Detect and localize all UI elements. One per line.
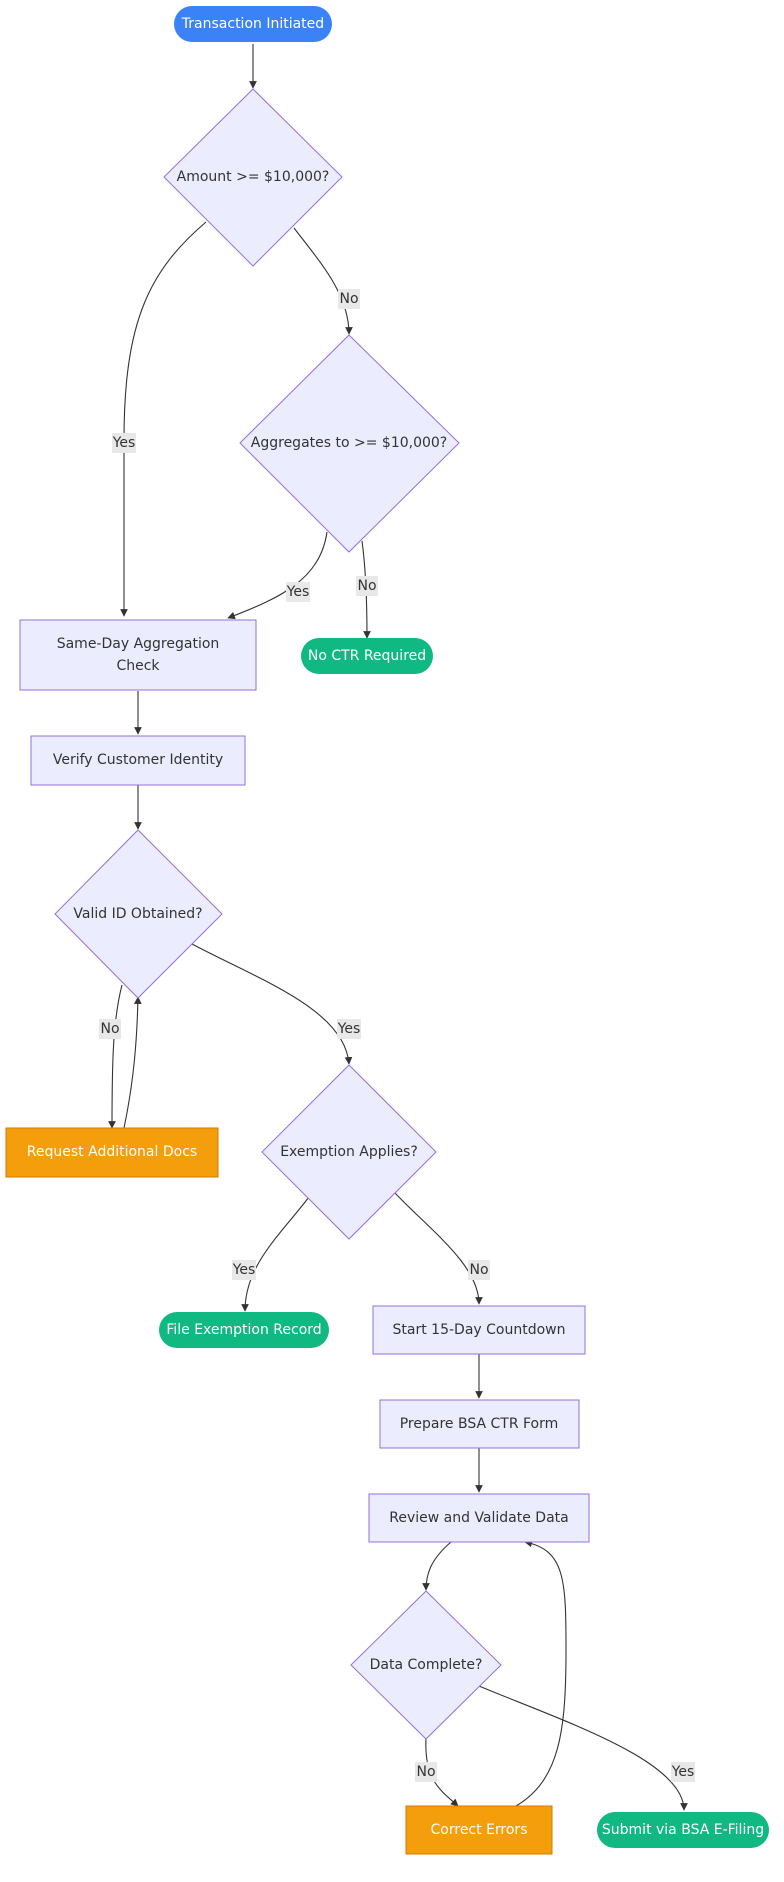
edge-exemption-yes-to-file [241, 1196, 310, 1312]
decision-amount-check: Amount >= $10,000? [163, 88, 343, 267]
svg-text:Start 15-Day Countdown: Start 15-Day Countdown [393, 1322, 566, 1338]
node-correct-errors: Correct Errors [405, 1805, 553, 1855]
svg-text:No: No [100, 1021, 119, 1037]
node-start-15-day-countdown: Start 15-Day Countdown [372, 1305, 586, 1355]
edge-review-to-complete [422, 1541, 452, 1591]
svg-text:Yes: Yes [671, 1764, 695, 1780]
svg-text:Yes: Yes [232, 1262, 256, 1278]
decision-valid-id: Valid ID Obtained? [54, 829, 223, 999]
svg-text:Exemption Applies?: Exemption Applies? [280, 1144, 418, 1160]
node-no-ctr-required: No CTR Required [301, 638, 433, 674]
svg-text:Correct Errors: Correct Errors [431, 1822, 528, 1838]
svg-text:Yes: Yes [286, 584, 310, 600]
edge-label-amount-no: No [338, 289, 360, 309]
edge-valid-yes-to-exemption [191, 943, 353, 1065]
svg-text:Data Complete?: Data Complete? [370, 1657, 483, 1673]
svg-text:Aggregates to >= $10,000?: Aggregates to >= $10,000? [251, 435, 447, 451]
edge-label-valid-no: No [99, 1019, 121, 1039]
edge-label-valid-yes: Yes [337, 1019, 361, 1039]
edge-aggregates-yes-to-sameday [227, 531, 328, 620]
svg-text:Valid ID Obtained?: Valid ID Obtained? [73, 906, 202, 922]
svg-text:No: No [357, 578, 376, 594]
decision-data-complete: Data Complete? [350, 1590, 502, 1740]
node-verify-customer-identity: Verify Customer Identity [30, 735, 246, 786]
node-transaction-initiated: Transaction Initiated [174, 6, 332, 42]
svg-text:File Exemption Record: File Exemption Record [166, 1322, 321, 1338]
nodes: Transaction Initiated Amount >= $10,000?… [5, 6, 769, 1855]
svg-text:Review and Validate Data: Review and Validate Data [389, 1510, 568, 1526]
node-same-day-aggregation-check: Same-Day Aggregation Check [19, 619, 257, 691]
edge-label-agg-no: No [356, 576, 378, 596]
edge-exemption-no-to-countdown [394, 1192, 483, 1305]
edge-amount-no-to-aggregates [293, 227, 353, 335]
edge-label-complete-no: No [415, 1762, 437, 1782]
node-prepare-bsa-ctr-form: Prepare BSA CTR Form [379, 1399, 580, 1449]
edge-label-amount-yes: Yes [112, 433, 136, 453]
edges [108, 44, 688, 1811]
svg-text:Request Additional Docs: Request Additional Docs [27, 1144, 197, 1160]
svg-text:Submit via BSA E-Filing: Submit via BSA E-Filing [602, 1822, 764, 1838]
node-review-and-validate-data: Review and Validate Data [368, 1493, 590, 1543]
svg-text:Check: Check [116, 658, 160, 674]
svg-text:Prepare BSA CTR Form: Prepare BSA CTR Form [400, 1416, 559, 1432]
svg-text:Transaction Initiated: Transaction Initiated [181, 16, 324, 32]
edge-correct-back-to-review [515, 1539, 567, 1807]
svg-text:Yes: Yes [337, 1021, 361, 1037]
svg-text:No: No [416, 1764, 435, 1780]
node-file-exemption-record: File Exemption Record [159, 1312, 329, 1348]
svg-text:No: No [469, 1262, 488, 1278]
edge-labels: Yes No Yes No No Yes Yes No [99, 289, 695, 1782]
svg-text:Same-Day Aggregation: Same-Day Aggregation [57, 636, 220, 652]
svg-text:Yes: Yes [112, 435, 136, 451]
edge-label-exempt-no: No [468, 1260, 490, 1280]
edge-valid-no-to-request [108, 984, 123, 1129]
node-submit-via-bsa-e-filing: Submit via BSA E-Filing [597, 1812, 769, 1848]
node-request-additional-docs: Request Additional Docs [5, 1127, 219, 1178]
edge-amount-yes-to-sameday [120, 221, 207, 617]
edge-complete-yes-to-submit [478, 1685, 688, 1811]
svg-text:Verify Customer Identity: Verify Customer Identity [53, 752, 223, 768]
edge-label-complete-yes: Yes [671, 1762, 695, 1782]
edge-label-exempt-yes: Yes [232, 1260, 256, 1280]
svg-text:No CTR Required: No CTR Required [308, 648, 426, 664]
svg-text:No: No [339, 291, 358, 307]
svg-text:Amount >= $10,000?: Amount >= $10,000? [177, 169, 330, 185]
edge-request-back-to-valid [123, 996, 142, 1129]
decision-exemption-applies: Exemption Applies? [261, 1064, 437, 1240]
decision-aggregates-check: Aggregates to >= $10,000? [239, 334, 460, 553]
edge-label-agg-yes: Yes [286, 582, 310, 602]
